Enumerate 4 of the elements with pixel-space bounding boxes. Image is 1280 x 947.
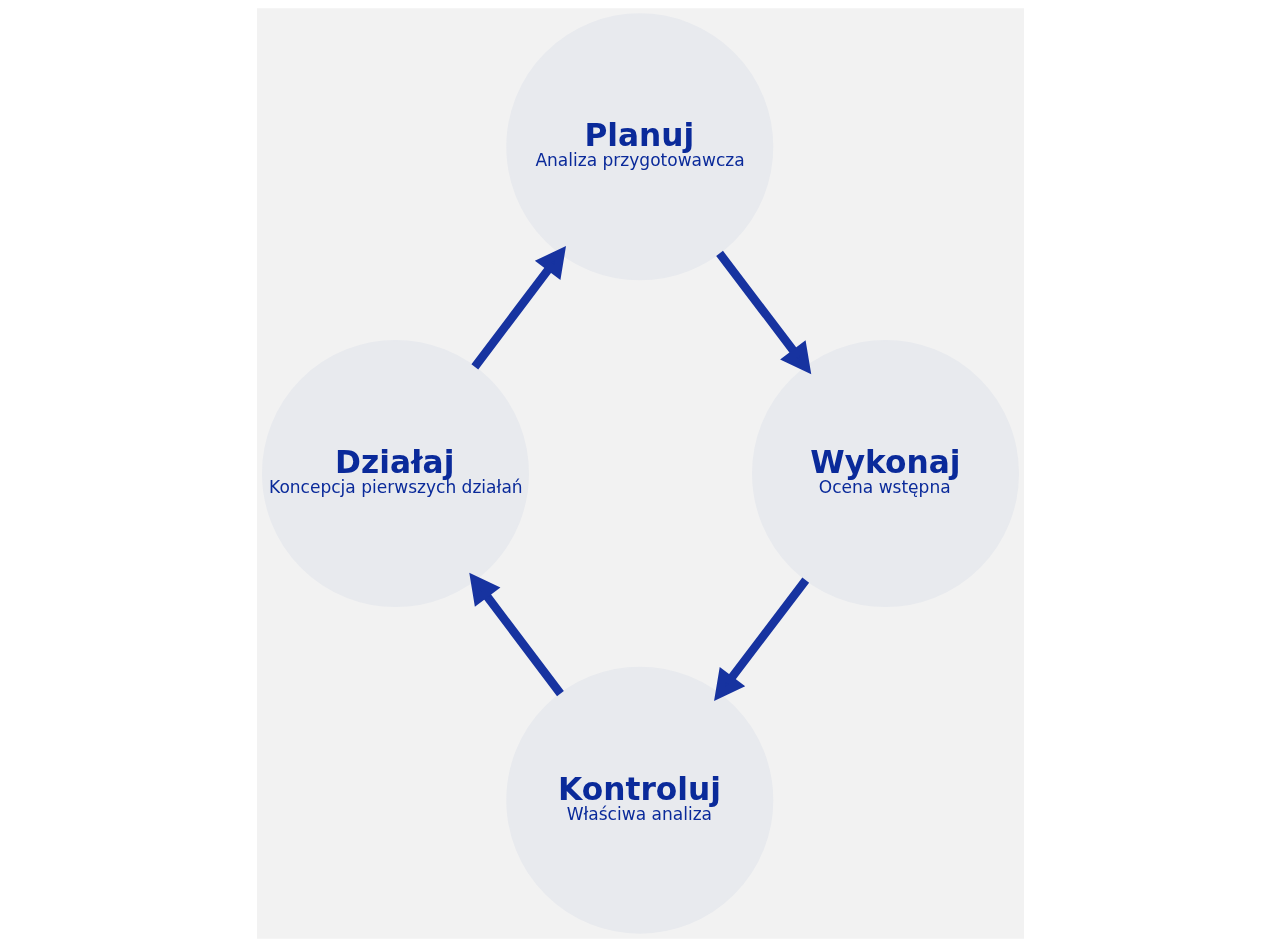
arrow [468,572,564,697]
arrow [715,250,811,375]
arrow [713,577,809,701]
arrow [470,246,566,370]
